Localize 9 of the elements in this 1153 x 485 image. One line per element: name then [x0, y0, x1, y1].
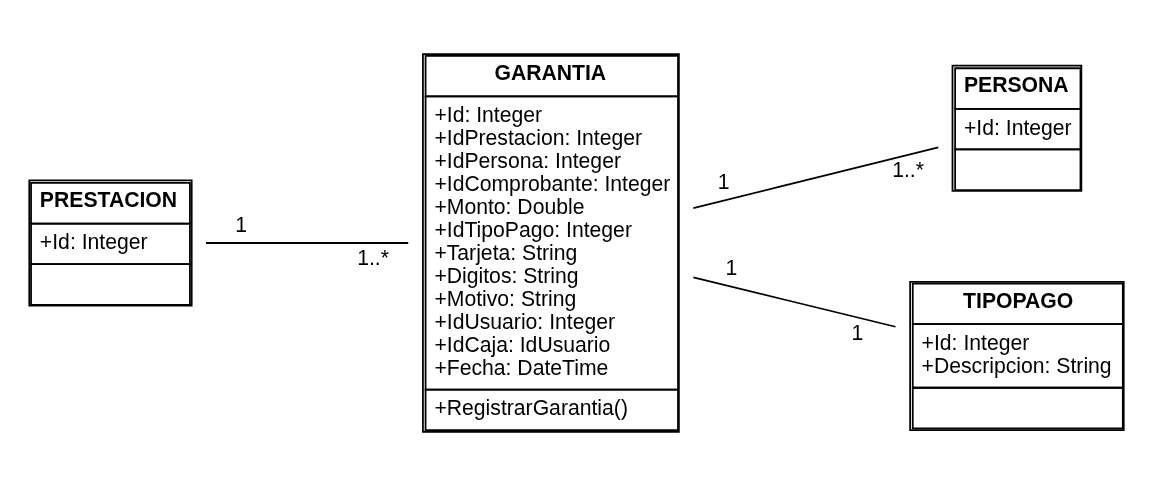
connector: [692, 145, 940, 209]
connector: [205, 241, 410, 244]
label: 1: [717, 169, 730, 193]
label: 1: [725, 255, 738, 279]
label: 1: [235, 212, 248, 236]
label: 1..*: [357, 245, 389, 269]
label: 1: [851, 320, 864, 344]
connector: [692, 275, 897, 328]
label: 1..*: [892, 157, 924, 181]
